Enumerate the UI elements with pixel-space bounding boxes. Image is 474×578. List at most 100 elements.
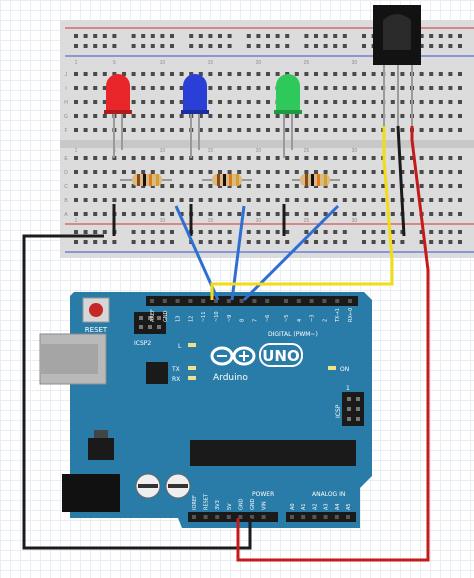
breadboard-hole [323,34,328,38]
breadboard-hole [304,114,309,118]
breadboard-hole [400,72,405,76]
breadboard-hole [352,156,357,160]
digital-label: DIGITAL (PWM~) [268,331,318,338]
breadboard-hole [256,230,261,234]
icsp2-label: ICSP2 [134,340,151,347]
breadboard-hole [275,184,280,188]
breadboard-hole [323,212,328,216]
voltage-regulator [88,438,114,460]
breadboard-hole [208,72,213,76]
breadboard-hole [150,170,155,174]
breadboard-hole [458,230,462,234]
breadboard-hole [429,198,434,202]
header-pin [290,515,294,519]
breadboard-hole [170,156,174,160]
breadboard-hole [208,34,213,38]
breadboard-hole [208,170,213,174]
breadboard-hole [266,230,270,234]
breadboard-hole [160,86,165,90]
breadboard-hole [256,86,261,90]
breadboard-hole [208,86,213,90]
breadboard-hole [93,100,98,104]
breadboard-hole [160,170,165,174]
breadboard-hole [390,86,395,90]
breadboard-hole [314,44,318,48]
arduino-logo [210,346,256,366]
breadboard-hole [131,230,136,234]
breadboard-column-number: 10 [160,60,166,66]
breadboard-hole [208,100,213,104]
breadboard-hole [438,198,443,202]
breadboard-hole [179,156,184,160]
breadboard-hole [93,184,98,188]
breadboard-hole [131,198,136,202]
breadboard-hole [112,44,117,48]
breadboard-hole [246,100,251,104]
breadboard-hole [448,100,453,104]
breadboard-hole [275,170,280,174]
breadboard-hole [208,114,213,118]
breadboard-hole [410,184,414,188]
breadboard-hole [438,114,443,118]
breadboard-hole [419,86,424,90]
breadboard-hole [390,100,395,104]
ir-receiver [373,5,421,126]
breadboard-hole [256,198,261,202]
analog-pin-label: A4 [335,503,341,510]
led-green-body [276,74,300,112]
breadboard-hole [333,240,338,244]
breadboard-hole [102,44,107,48]
breadboard-hole [304,170,309,174]
icsp2-pin [157,325,161,329]
breadboard-hole [160,34,165,38]
breadboard-hole [285,198,290,202]
breadboard-hole [342,170,347,174]
usb-chip [146,362,168,384]
breadboard-hole [198,198,203,202]
breadboard-hole [342,212,347,216]
header-pin [322,299,327,303]
breadboard-hole [208,240,213,244]
breadboard-hole [342,100,347,104]
breadboard-hole [400,128,405,132]
breadboard-hole [333,44,338,48]
breadboard-hole [458,156,462,160]
breadboard-hole [266,184,270,188]
breadboard-hole [419,114,424,118]
breadboard-hole [371,86,376,90]
icsp-pin [347,417,351,421]
breadboard-hole [160,128,165,132]
breadboard-hole [266,44,270,48]
breadboard-hole [256,156,261,160]
breadboard-hole [285,44,290,48]
breadboard-column-number: 20 [256,60,262,66]
breadboard-hole [438,212,443,216]
breadboard-hole [83,128,88,132]
breadboard-hole [352,184,357,188]
breadboard-hole [93,44,98,48]
led-red [104,74,132,158]
breadboard-hole [246,240,251,244]
breadboard-hole [93,156,98,160]
breadboard-hole [160,198,165,202]
breadboard-hole [198,156,203,160]
breadboard-hole [141,86,146,90]
breadboard-column-number: 20 [256,218,262,224]
breadboard-hole [390,212,395,216]
header-pin [309,299,314,303]
breadboard-hole [102,170,107,174]
power-pin-label: 5V [227,503,233,510]
breadboard-hole [131,72,136,76]
header-pin [346,515,350,519]
breadboard-hole [429,230,434,234]
breadboard-hole [93,198,98,202]
breadboard-hole [419,44,424,48]
breadboard-hole [371,240,376,244]
power-pin-label: RESET [204,493,210,510]
breadboard-hole [227,34,232,38]
breadboard-hole [304,44,309,48]
breadboard-hole [419,34,424,38]
breadboard-hole [112,198,117,202]
breadboard-hole [112,184,117,188]
breadboard-hole [102,86,107,90]
